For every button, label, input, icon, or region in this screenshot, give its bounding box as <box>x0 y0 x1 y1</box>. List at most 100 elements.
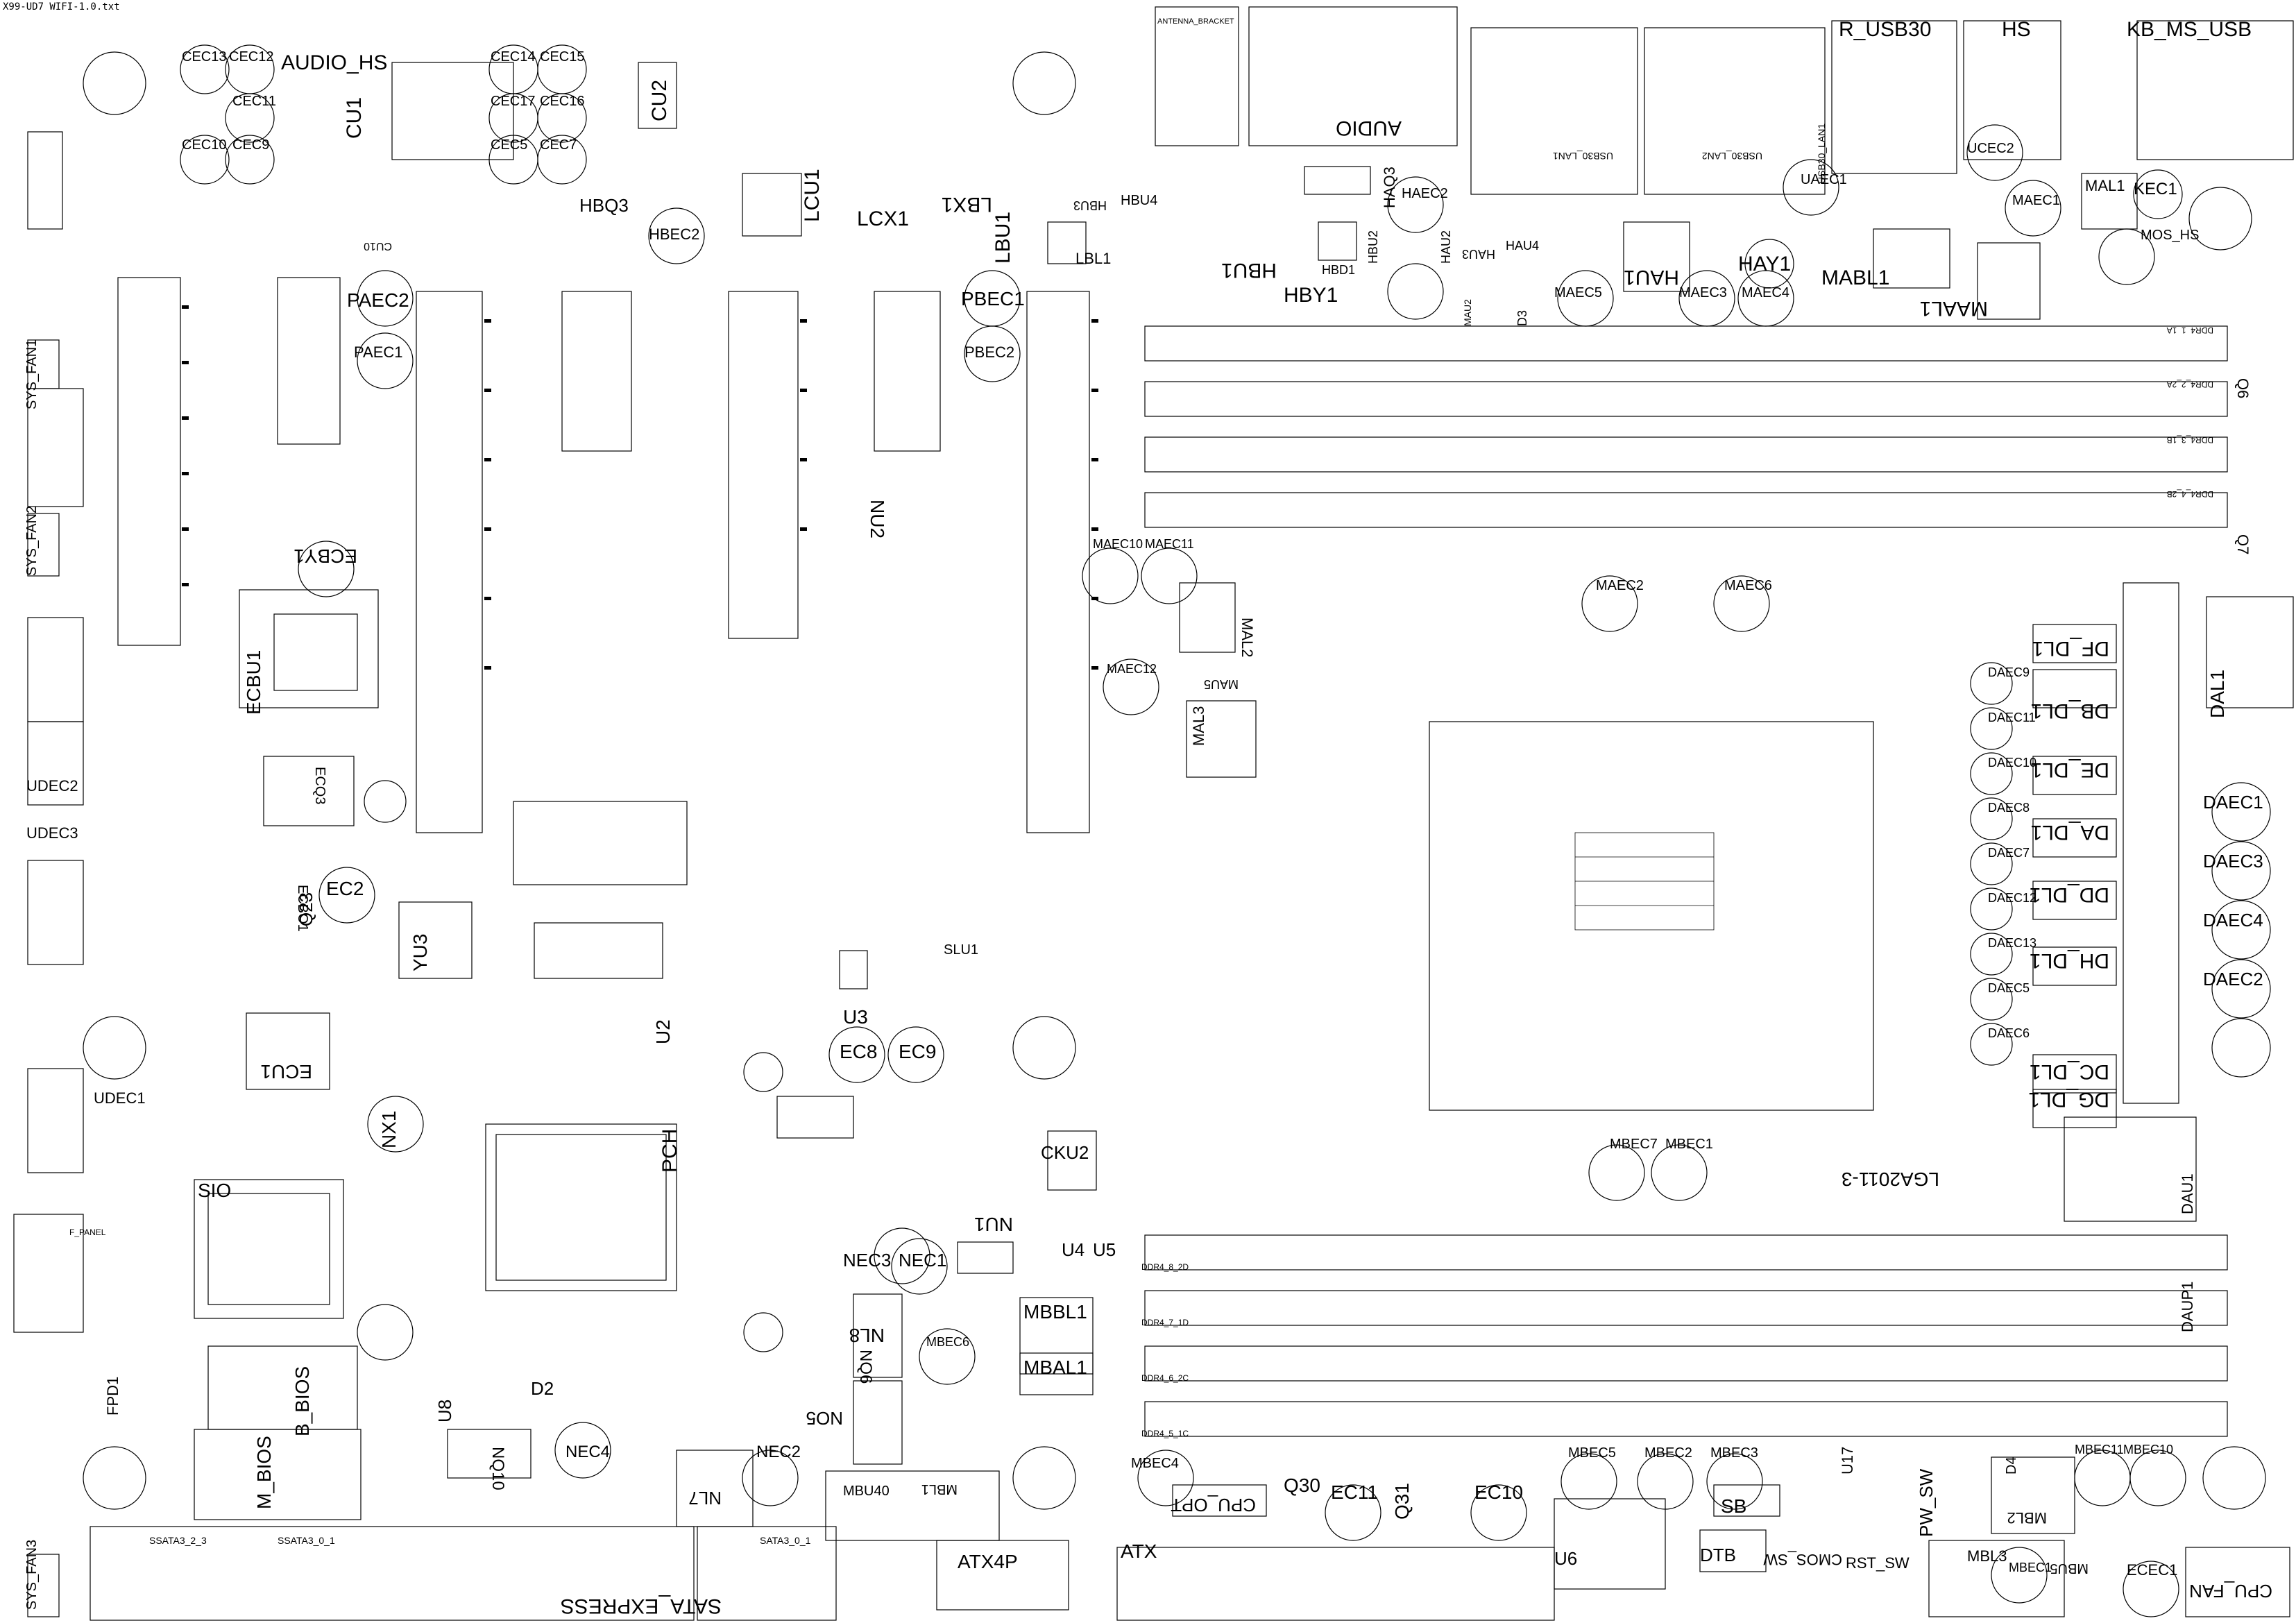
box-dd-dl1 <box>2032 881 2117 920</box>
cap-daec7 <box>1970 842 2013 885</box>
pcie-slot-2 <box>277 277 341 445</box>
label-ddr4-6: DDR4_6_2C <box>1141 1373 1189 1383</box>
cu1-outline <box>391 62 514 160</box>
label-u8: U8 <box>434 1400 455 1422</box>
label-mbl3: MBL3 <box>1967 1547 2007 1565</box>
cap-ecec1 <box>2123 1561 2179 1617</box>
mbl3-outline <box>1928 1540 2065 1617</box>
label-ecbu1: ECBU1 <box>243 650 264 715</box>
label-ddr4-7: DDR4_7_1D <box>1141 1318 1189 1327</box>
label-fpd1: FPD1 <box>104 1377 121 1416</box>
label-hbd1: HBD1 <box>1322 263 1355 277</box>
label-no5: NO5 <box>806 1408 843 1429</box>
label-usb30-lan2: USB30_LAN2 <box>1702 151 1762 162</box>
label-cec17: CEC17 <box>491 94 535 109</box>
cap-ec2 <box>318 867 375 924</box>
cap-mbec2 <box>1637 1453 1694 1510</box>
cap-mbec7 <box>1588 1144 1645 1201</box>
cap-ec9 <box>887 1026 944 1083</box>
mal1-outline <box>2081 173 2138 230</box>
usb30-lan1-outline <box>1470 27 1638 195</box>
nl8-outline <box>853 1293 903 1378</box>
mbl2-outline <box>1991 1456 2075 1534</box>
label-dd-dl1: DD_DL1 <box>2030 883 2109 906</box>
label-ssata3-0-1: SSATA3_0_1 <box>278 1535 335 1546</box>
label-nl7: NL7 <box>688 1488 722 1509</box>
label-cu1: CU1 <box>343 97 366 139</box>
cap-daec11 <box>1970 707 2013 750</box>
label-ddr4-5: DDR4_5_1C <box>1141 1429 1189 1438</box>
cap-cec10 <box>180 135 230 185</box>
label-ec11: EC11 <box>1331 1481 1378 1503</box>
sata-express-outline <box>90 1526 695 1621</box>
label-paec1: PAEC1 <box>354 343 403 361</box>
pcie-slot-5 <box>728 291 799 639</box>
label-cpu-fan: CPU_FAN <box>2189 1581 2272 1601</box>
cpu-opt-outline <box>1172 1484 1267 1517</box>
label-hbec2: HBEC2 <box>649 226 699 243</box>
label-mbec3: MBEC3 <box>1710 1445 1758 1461</box>
label-cec10: CEC10 <box>182 137 226 153</box>
mounting-hole-6 <box>1012 1446 1076 1510</box>
mbal1-outline <box>1019 1352 1094 1395</box>
u3-area <box>839 950 868 989</box>
label-kb-ms-usb: KB_MS_USB <box>2127 18 2252 41</box>
cap-nec4 <box>554 1422 611 1479</box>
label-hbq3: HBQ3 <box>579 195 629 216</box>
label-daec2: DAEC2 <box>2203 969 2263 989</box>
label-cpu-opt: CPU_OPT <box>1171 1495 1256 1515</box>
label-maec3: MAEC3 <box>1679 285 1727 300</box>
label-q31: Q31 <box>1391 1483 1413 1520</box>
label-mbec11: MBEC11 <box>2075 1443 2124 1456</box>
label-m-bios: M_BIOS <box>253 1436 275 1509</box>
mounting-hole-5 <box>83 1446 146 1510</box>
label-mbl2: MBL2 <box>2007 1509 2047 1527</box>
label-cec7: CEC7 <box>540 137 577 153</box>
cap-ec10 <box>1470 1484 1527 1541</box>
ddr4-slot-8-2d <box>1144 1234 2228 1271</box>
label-b-bios: B_BIOS <box>291 1366 313 1436</box>
cap-maec2 <box>1581 575 1638 632</box>
cap-daec8 <box>1970 797 2013 840</box>
pcie-switch-outline <box>513 801 688 885</box>
label-dh-dl1: DH_DL1 <box>2030 949 2109 972</box>
box-dh-dl1 <box>2032 946 2117 986</box>
lcu1-outline <box>742 173 802 237</box>
label-f-panel: F_PANEL <box>69 1227 106 1237</box>
pcie-slot-1 <box>117 277 181 646</box>
label-udec1: UDEC1 <box>94 1089 146 1107</box>
cap-mbec1 <box>1651 1144 1708 1201</box>
nu1-outline <box>957 1241 1014 1274</box>
cap-mbec10 <box>2129 1450 2186 1506</box>
cap-haec2 <box>1387 176 1444 233</box>
label-daec10: DAEC10 <box>1988 756 2036 770</box>
mal3-outline <box>1186 700 1257 778</box>
cap-cec9 <box>225 135 275 185</box>
box-de-dl1 <box>2032 756 2117 795</box>
label-ecby1: ECBY1 <box>294 545 357 567</box>
cap-nec1 <box>891 1238 948 1295</box>
label-d2: D2 <box>531 1378 554 1399</box>
label-mbl1: MBL1 <box>921 1481 958 1497</box>
cpu-socket-outline <box>1429 721 1874 1111</box>
label-mbec4: MBEC4 <box>1131 1456 1179 1471</box>
label-mos-hs: MOS_HS <box>2141 228 2199 243</box>
ddr4-slot-5-1c <box>1144 1401 2228 1437</box>
cap-daec1 <box>2211 782 2271 842</box>
label-nx1: NX1 <box>378 1111 400 1148</box>
u6-outline <box>1554 1498 1666 1590</box>
label-u2: U2 <box>652 1019 674 1044</box>
sys-fan3-outline <box>27 1554 60 1617</box>
label-dau1: DAU1 <box>2179 1173 2196 1214</box>
nq6-outline <box>853 1380 903 1465</box>
label-mbu40: MBU40 <box>843 1484 890 1499</box>
label-df-dl1: DF_DL1 <box>2032 637 2109 660</box>
sys-fan2-outline <box>27 513 60 577</box>
label-rst-sw: RST_SW <box>1846 1554 1910 1572</box>
label-lbu1: LBU1 <box>992 212 1014 264</box>
label-mbec7: MBEC7 <box>1610 1137 1658 1152</box>
cap-daec9 <box>1970 662 2013 705</box>
label-usb30-lan1-h: USB30_LAN1 <box>1553 151 1613 162</box>
cap-right-top <box>2188 187 2252 250</box>
